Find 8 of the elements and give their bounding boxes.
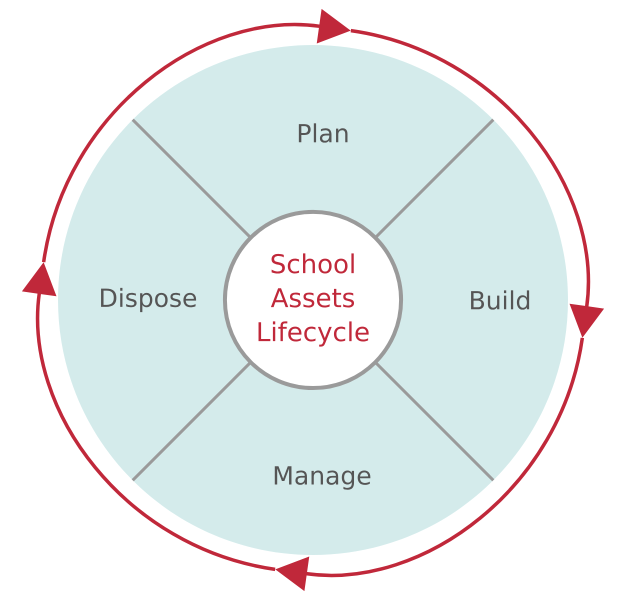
node-label: Plan [298,123,348,143]
sector: Manage [132,362,494,555]
sector: Dispose [58,120,251,480]
sector: Plan [132,45,494,238]
node-label: Manage [274,466,370,490]
node-label: Build [471,290,530,310]
sector: Build [375,120,568,480]
node-label: Dispose [101,288,196,312]
